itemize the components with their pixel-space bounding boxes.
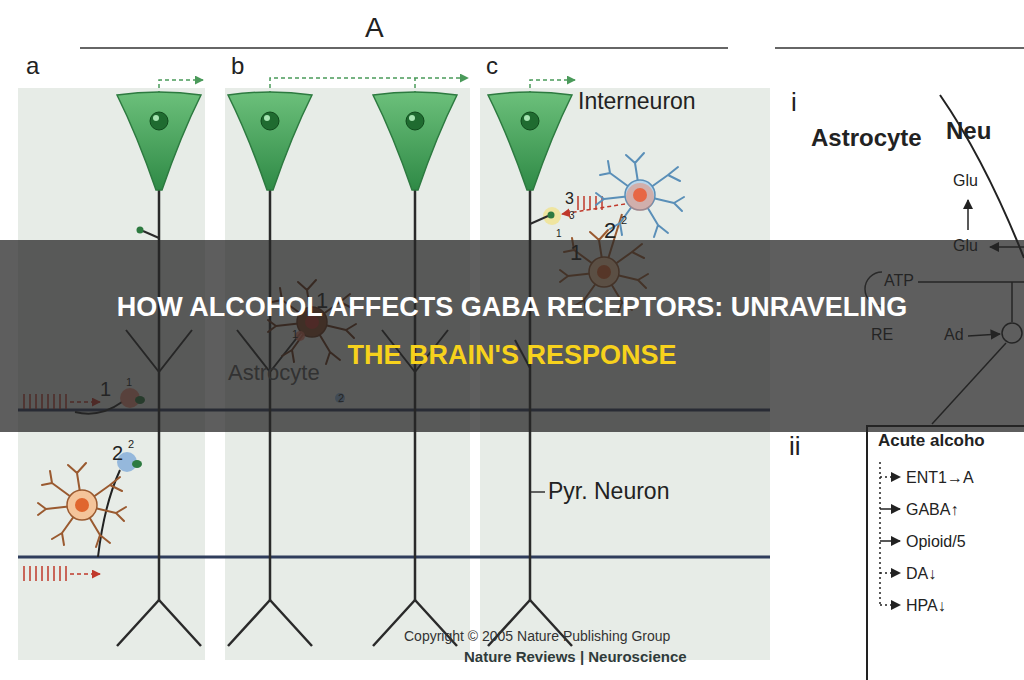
panel-letter: c <box>486 52 498 80</box>
callout-number: 3 <box>565 190 574 208</box>
nucleus-glow <box>626 183 654 211</box>
flow-arrow <box>967 200 969 230</box>
dendrite-branch <box>117 600 201 646</box>
copyright-note: Copyright © 2005 Nature Publishing Group <box>404 628 670 644</box>
effect-item: GABA↑ <box>906 501 958 519</box>
effect-arrow <box>880 604 900 606</box>
effect-arrow <box>880 508 900 510</box>
cell-label: Pyr. Neuron <box>548 478 669 504</box>
section-numeral: i <box>791 88 797 118</box>
bracket-line <box>879 462 881 605</box>
spine-head <box>137 227 144 234</box>
header-rule <box>775 47 1024 49</box>
effect-item: Opioid/5 <box>906 533 966 551</box>
pyramidal-neuron <box>373 92 457 190</box>
synaptic-bouton <box>132 460 142 468</box>
pyramidal-neuron <box>228 92 312 190</box>
panel-letter: b <box>231 52 244 80</box>
molecule-label: Glu <box>953 172 978 190</box>
effect-item: DA↓ <box>906 565 936 583</box>
astrocyte-cell <box>38 463 126 547</box>
stimulus-arrow <box>70 573 100 575</box>
page-title: HOW ALCOHOL AFFECTS GABA RECEPTORS: UNRA… <box>99 283 925 379</box>
leader-line <box>531 491 545 493</box>
figure-letter: A <box>365 12 384 44</box>
callout-number: 1 <box>556 228 562 240</box>
stimulus-ticks <box>24 566 66 581</box>
dendrite-branch <box>228 600 312 646</box>
pyramidal-neuron <box>117 92 201 190</box>
callout-number: 2 <box>128 438 134 451</box>
header-rule <box>80 47 728 49</box>
effect-arrow <box>880 476 900 478</box>
spine <box>143 231 159 238</box>
journal-credit: Nature Reviews | Neuroscience <box>464 648 687 665</box>
effect-arrow <box>880 540 900 542</box>
callout-number: 2 <box>112 442 123 465</box>
spine <box>530 216 548 224</box>
pyramidal-neuron <box>488 92 572 190</box>
effects-box: Acute alcohoENT1→A GABA↑ Opioid/5DA↓ HPA↓ <box>866 425 1024 680</box>
panel-letter: a <box>26 52 39 80</box>
effect-arrow <box>880 572 900 574</box>
effect-item: HPA↓ <box>906 597 946 615</box>
section-numeral: ii <box>789 432 801 462</box>
callout-number: 2 <box>621 214 627 227</box>
cell-label: Interneuron <box>578 88 696 114</box>
box-heading: Acute alcoho <box>878 431 985 451</box>
effect-item: ENT1→A <box>906 469 974 487</box>
callout-number: 3 <box>569 210 575 222</box>
cell-label: Neu <box>946 117 991 145</box>
spine-head <box>548 212 555 219</box>
cell-boundary <box>940 95 1024 258</box>
cell-label: Astrocyte <box>811 124 922 152</box>
title-banner: HOW ALCOHOL AFFECTS GABA RECEPTORS: UNRA… <box>0 240 1024 432</box>
layer-line <box>18 556 770 559</box>
